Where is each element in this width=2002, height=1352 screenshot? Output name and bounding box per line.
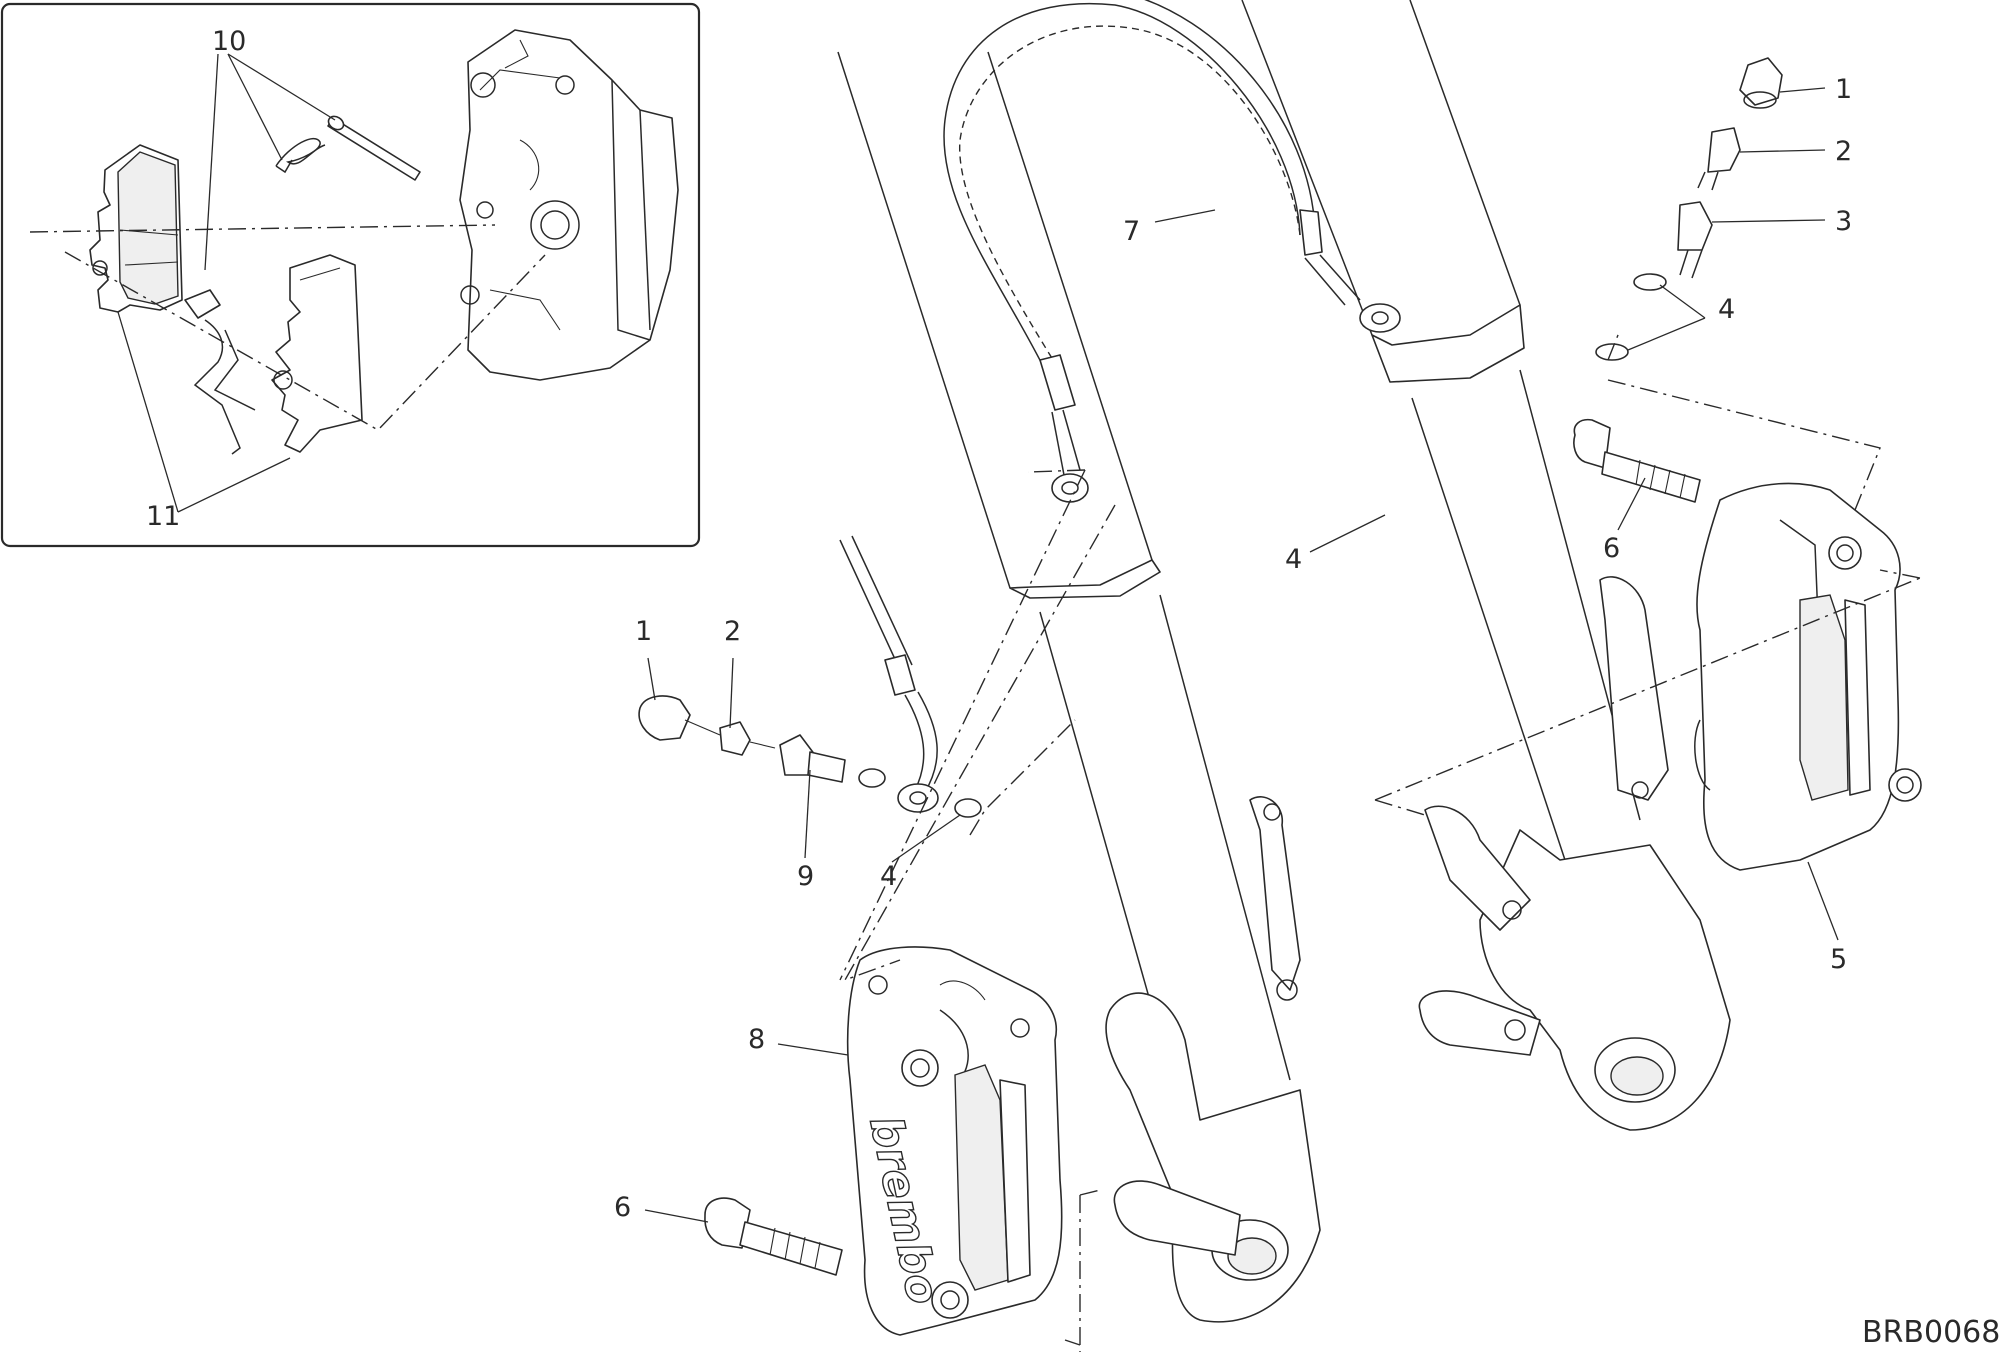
callout-9: 9 — [797, 861, 814, 892]
callout-8: 8 — [748, 1024, 765, 1055]
callout-1-upper: 1 — [1835, 74, 1852, 105]
inset-pad-right — [271, 254, 363, 453]
callout-1-left: 1 — [635, 616, 652, 647]
caliper-left: brembo — [846, 946, 1063, 1336]
inset-spring-plate — [184, 289, 256, 455]
drawing-code: BRB00681 — [1862, 1315, 2002, 1350]
inset-pin — [327, 115, 421, 181]
callout-5: 5 — [1830, 944, 1847, 975]
caliper-left-bolt — [704, 1197, 843, 1276]
callout-2-upper: 2 — [1835, 136, 1852, 167]
callout-4-upper: 4 — [1718, 294, 1735, 325]
callout-4-left: 4 — [880, 861, 897, 892]
fork-left — [837, 51, 1321, 1323]
callout-3-upper: 3 — [1835, 206, 1852, 237]
inset-callout-10: 10 — [212, 26, 246, 57]
lower-bleed-parts — [638, 695, 982, 818]
callout-4-mid: 4 — [1285, 544, 1302, 575]
inset-caliper-body — [459, 29, 679, 381]
caliper-right — [1694, 482, 1922, 871]
inset-r-clip — [275, 137, 326, 174]
brake-hose-upper — [943, 0, 1401, 503]
inset-pad-left — [89, 144, 183, 313]
inset-callout-11: 11 — [146, 501, 180, 532]
callout-2-left: 2 — [724, 616, 741, 647]
callout-6-right: 6 — [1603, 533, 1620, 564]
callout-7: 7 — [1123, 216, 1140, 247]
brake-hose-lower — [839, 535, 939, 813]
pad-detail-inset: 10 11 — [0, 2, 701, 548]
fork-right — [1241, 0, 1731, 1131]
upper-bleed-parts — [1595, 57, 1783, 361]
callout-6-left: 6 — [614, 1192, 631, 1223]
caliper-right-bolt — [1573, 418, 1701, 503]
